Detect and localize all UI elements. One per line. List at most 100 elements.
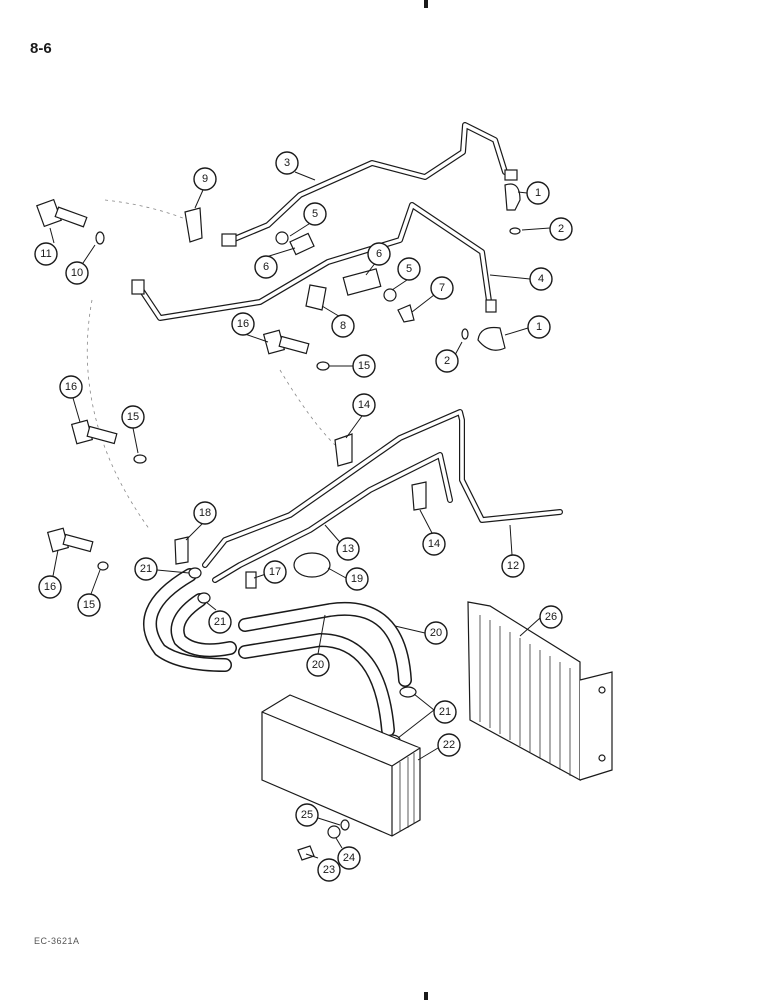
- sleeve-6: [289, 232, 315, 256]
- callout-6: 6: [367, 242, 391, 266]
- callout-23: 23: [317, 858, 341, 882]
- callout-8: 8: [331, 314, 355, 338]
- sleeve-6: [342, 268, 382, 296]
- callout-15: 15: [77, 593, 101, 617]
- washer-15: [316, 361, 330, 371]
- tube-nut: [131, 279, 145, 295]
- washer-10: [95, 231, 105, 245]
- clip-17: [245, 571, 257, 589]
- callout-26-label: 26: [545, 611, 557, 623]
- screw-23: [297, 845, 315, 861]
- callout-20: 20: [424, 621, 448, 645]
- callout-15: 15: [352, 354, 376, 378]
- callout-12: 12: [501, 554, 525, 578]
- callout-21: 21: [208, 610, 232, 634]
- callout-18: 18: [193, 501, 217, 525]
- callout-25: 25: [295, 803, 319, 827]
- callout-21: 21: [433, 700, 457, 724]
- callout-7: 7: [430, 276, 454, 300]
- callout-21-label: 21: [214, 616, 226, 628]
- callout-18-label: 18: [199, 507, 211, 519]
- o-ring-2-upper: [509, 227, 521, 235]
- bolt-16-middle: [70, 419, 118, 445]
- oil-tube-13: [202, 409, 563, 568]
- bolt-11: [36, 198, 88, 228]
- callout-15-label: 15: [127, 411, 139, 423]
- bolt-16-upper: [262, 329, 310, 355]
- callout-14-label: 14: [428, 538, 440, 550]
- callout-2: 2: [435, 349, 459, 373]
- callout-15-label: 15: [83, 599, 95, 611]
- callout-15: 15: [121, 405, 145, 429]
- oil-tube-12: [212, 452, 453, 583]
- bracket-8: [305, 284, 327, 311]
- page-number: 8-6: [30, 40, 52, 57]
- callout-1-label: 1: [536, 321, 542, 333]
- callout-11-label: 11: [40, 248, 51, 260]
- lower-tube: [137, 202, 493, 321]
- callout-16-label: 16: [44, 581, 56, 593]
- callout-23-label: 23: [323, 864, 335, 876]
- callout-10-label: 10: [71, 267, 83, 279]
- callout-24: 24: [337, 846, 361, 870]
- oil-cooler-22: [261, 694, 421, 837]
- callout-9: 9: [193, 167, 217, 191]
- registration-mark: [424, 0, 428, 8]
- clamp-5: [275, 231, 289, 245]
- clip-14: [411, 481, 427, 511]
- guide-line: [279, 369, 336, 446]
- fitting-1-upper: [504, 169, 521, 211]
- callout-19: 19: [345, 567, 369, 591]
- callout-13: 13: [336, 537, 360, 561]
- bolt-7: [397, 304, 415, 323]
- callout-1: 1: [526, 181, 550, 205]
- callout-10: 10: [65, 261, 89, 285]
- tube-nut: [485, 299, 497, 313]
- callout-20-label: 20: [430, 627, 442, 639]
- callout-2-label: 2: [444, 355, 450, 367]
- callout-22-label: 22: [443, 739, 455, 751]
- callout-21-label: 21: [140, 563, 152, 575]
- callout-24-label: 24: [343, 852, 355, 864]
- callout-26: 26: [539, 605, 563, 629]
- clamp-21: [188, 567, 202, 579]
- callout-14-label: 14: [358, 399, 370, 411]
- clamp-21: [399, 686, 417, 698]
- washer-25: [340, 819, 350, 831]
- callout-15-label: 15: [358, 360, 370, 372]
- callout-5: 5: [397, 257, 421, 281]
- callout-6-label: 6: [376, 248, 382, 260]
- callout-16: 16: [38, 575, 62, 599]
- callout-14: 14: [352, 393, 376, 417]
- nut-24: [327, 825, 341, 839]
- callout-4: 4: [529, 267, 553, 291]
- callout-5: 5: [303, 202, 327, 226]
- callout-1: 1: [527, 315, 551, 339]
- callout-20-label: 20: [312, 659, 324, 671]
- callout-16-label: 16: [237, 318, 249, 330]
- callout-16-label: 16: [65, 381, 77, 393]
- bolt-16-lower: [46, 527, 94, 553]
- callout-21: 21: [134, 557, 158, 581]
- registration-mark: [424, 992, 428, 1000]
- figure-code: EC-3621A: [34, 936, 80, 946]
- callout-1-label: 1: [535, 187, 541, 199]
- callout-3-label: 3: [284, 157, 290, 169]
- callout-4-label: 4: [538, 273, 544, 285]
- callout-25-label: 25: [301, 809, 313, 821]
- clip-18: [174, 536, 189, 565]
- callout-6: 6: [254, 255, 278, 279]
- guide-line: [104, 199, 189, 221]
- callout-16: 16: [231, 312, 255, 336]
- callout-21-label: 21: [439, 706, 451, 718]
- clip-9: [184, 207, 203, 243]
- callout-2-label: 2: [558, 223, 564, 235]
- callout-6-label: 6: [263, 261, 269, 273]
- guide-line: [86, 299, 151, 531]
- callout-7-label: 7: [439, 282, 445, 294]
- callout-3: 3: [275, 151, 299, 175]
- callout-11: 11: [34, 242, 58, 266]
- callout-2: 2: [549, 217, 573, 241]
- callout-14: 14: [422, 532, 446, 556]
